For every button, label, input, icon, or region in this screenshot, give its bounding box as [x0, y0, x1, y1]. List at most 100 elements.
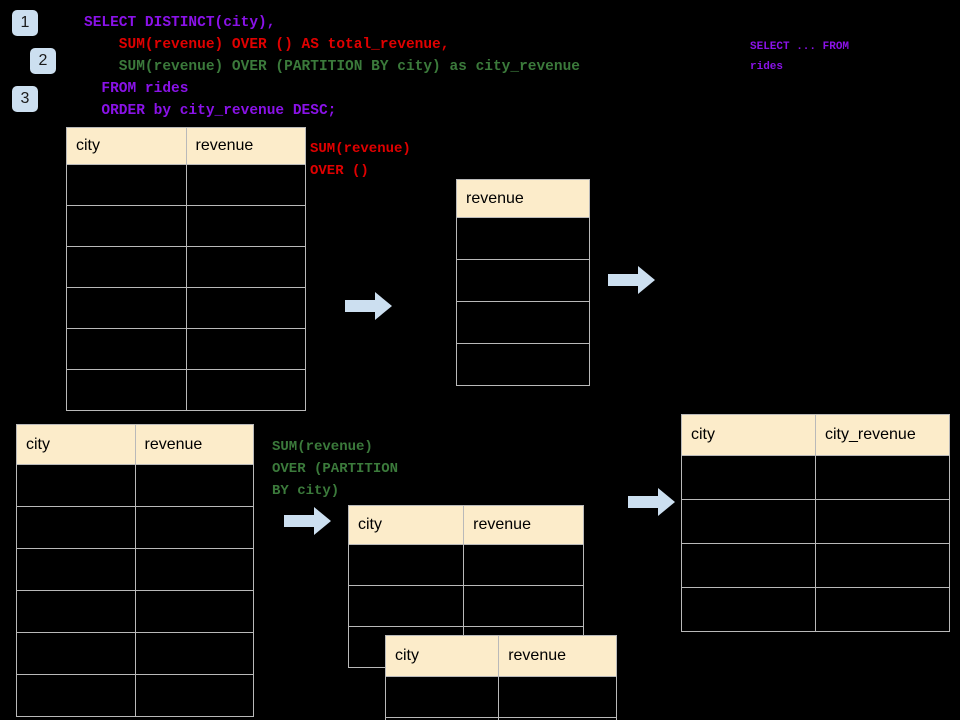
table-header-row: city revenue — [16, 424, 254, 465]
cell-city — [681, 587, 816, 632]
table-row — [384, 676, 617, 718]
table-row — [456, 259, 590, 302]
table-row — [456, 301, 590, 344]
cell-city — [384, 676, 500, 718]
table-row — [16, 464, 254, 507]
query-line-city-revenue: SUM(revenue) OVER (PARTITION BY city) as… — [84, 59, 580, 75]
query-line-from: FROM rides — [84, 81, 189, 97]
annotation-city-revenue-line-3: BY city) — [272, 483, 340, 499]
column-header-revenue: revenue — [456, 179, 590, 218]
cell-city — [681, 499, 816, 544]
table-final-result: city city_revenue — [681, 414, 950, 632]
cell-city — [681, 455, 816, 500]
cell-revenue — [185, 328, 306, 370]
cell-city — [66, 369, 187, 411]
table-row — [681, 587, 950, 632]
step-badge-3: 3 — [12, 86, 38, 112]
cell-revenue — [134, 632, 254, 675]
arrow-total-to-result — [608, 265, 656, 295]
table-row — [16, 674, 254, 717]
table-row — [66, 205, 306, 247]
arrow-source-to-partition — [284, 506, 332, 536]
table-header-row: city city_revenue — [681, 414, 950, 456]
table-row — [681, 499, 950, 544]
table-body — [66, 164, 306, 411]
column-header-revenue: revenue — [134, 424, 254, 465]
table-header-row: city revenue — [66, 127, 306, 165]
table-row — [66, 369, 306, 411]
step-badge-1: 1 — [12, 10, 38, 36]
cell-revenue — [456, 217, 590, 260]
table-partition-b: city revenue — [384, 635, 617, 720]
column-header-revenue: revenue — [185, 127, 306, 165]
cell-city — [16, 632, 136, 675]
cell-city-revenue — [815, 543, 950, 588]
column-header-city: city — [66, 127, 187, 165]
annotation-total-revenue-line-1: SUM(revenue) — [310, 141, 411, 157]
table-body — [456, 217, 590, 386]
cell-revenue — [498, 676, 617, 718]
cell-revenue — [185, 369, 306, 411]
table-row — [66, 164, 306, 206]
cell-revenue — [456, 259, 590, 302]
table-row — [16, 590, 254, 633]
cell-city — [66, 287, 187, 329]
cell-city — [16, 464, 136, 507]
step-badge-2: 2 — [30, 48, 56, 74]
table-row — [681, 455, 950, 500]
table-header-row: city revenue — [347, 505, 584, 545]
cell-revenue — [185, 287, 306, 329]
column-header-city: city — [347, 505, 465, 545]
cell-city — [66, 205, 187, 247]
cell-city — [16, 674, 136, 717]
cell-revenue — [185, 164, 306, 206]
column-header-revenue: revenue — [498, 635, 617, 677]
arrow-source-to-total — [345, 291, 393, 321]
column-header-city-revenue: city_revenue — [815, 414, 950, 456]
cell-city — [384, 717, 500, 720]
cell-city — [66, 246, 187, 288]
cell-revenue — [185, 246, 306, 288]
cell-revenue — [134, 548, 254, 591]
arrow-partition-to-result — [628, 487, 676, 517]
cell-revenue — [185, 205, 306, 247]
cell-city — [347, 544, 465, 586]
column-header-city: city — [384, 635, 500, 677]
cell-city-revenue — [815, 587, 950, 632]
side-note-line-2: rides — [750, 61, 784, 73]
table-row — [456, 343, 590, 386]
cell-revenue — [463, 544, 584, 586]
table-header-row: city revenue — [384, 635, 617, 677]
cell-city — [66, 328, 187, 370]
cell-revenue — [134, 590, 254, 633]
table-row — [347, 544, 584, 586]
table-row — [16, 632, 254, 675]
cell-city-revenue — [815, 455, 950, 500]
annotation-city-revenue-line-2: OVER (PARTITION — [272, 461, 399, 477]
side-note-line-1: SELECT ... FROM — [750, 41, 850, 53]
cell-city — [16, 548, 136, 591]
table-header-row: revenue — [456, 179, 590, 218]
cell-city — [347, 585, 465, 627]
table-total-revenue: revenue — [456, 179, 590, 386]
cell-revenue — [134, 464, 254, 507]
table-rides-source: city revenue — [66, 127, 306, 411]
cell-city-revenue — [815, 499, 950, 544]
annotation-total-revenue-line-2: OVER () — [310, 163, 369, 179]
table-row — [16, 548, 254, 591]
table-row — [66, 328, 306, 370]
column-header-revenue: revenue — [463, 505, 584, 545]
table-row — [16, 506, 254, 549]
query-line-order-by: ORDER by city_revenue DESC; — [84, 103, 337, 119]
cell-city — [681, 543, 816, 588]
cell-revenue — [134, 506, 254, 549]
column-header-city: city — [16, 424, 136, 465]
cell-city — [16, 590, 136, 633]
cell-revenue — [134, 674, 254, 717]
cell-revenue — [456, 343, 590, 386]
table-row — [384, 717, 617, 720]
table-row — [681, 543, 950, 588]
cell-revenue — [463, 585, 584, 627]
table-body — [384, 676, 617, 720]
